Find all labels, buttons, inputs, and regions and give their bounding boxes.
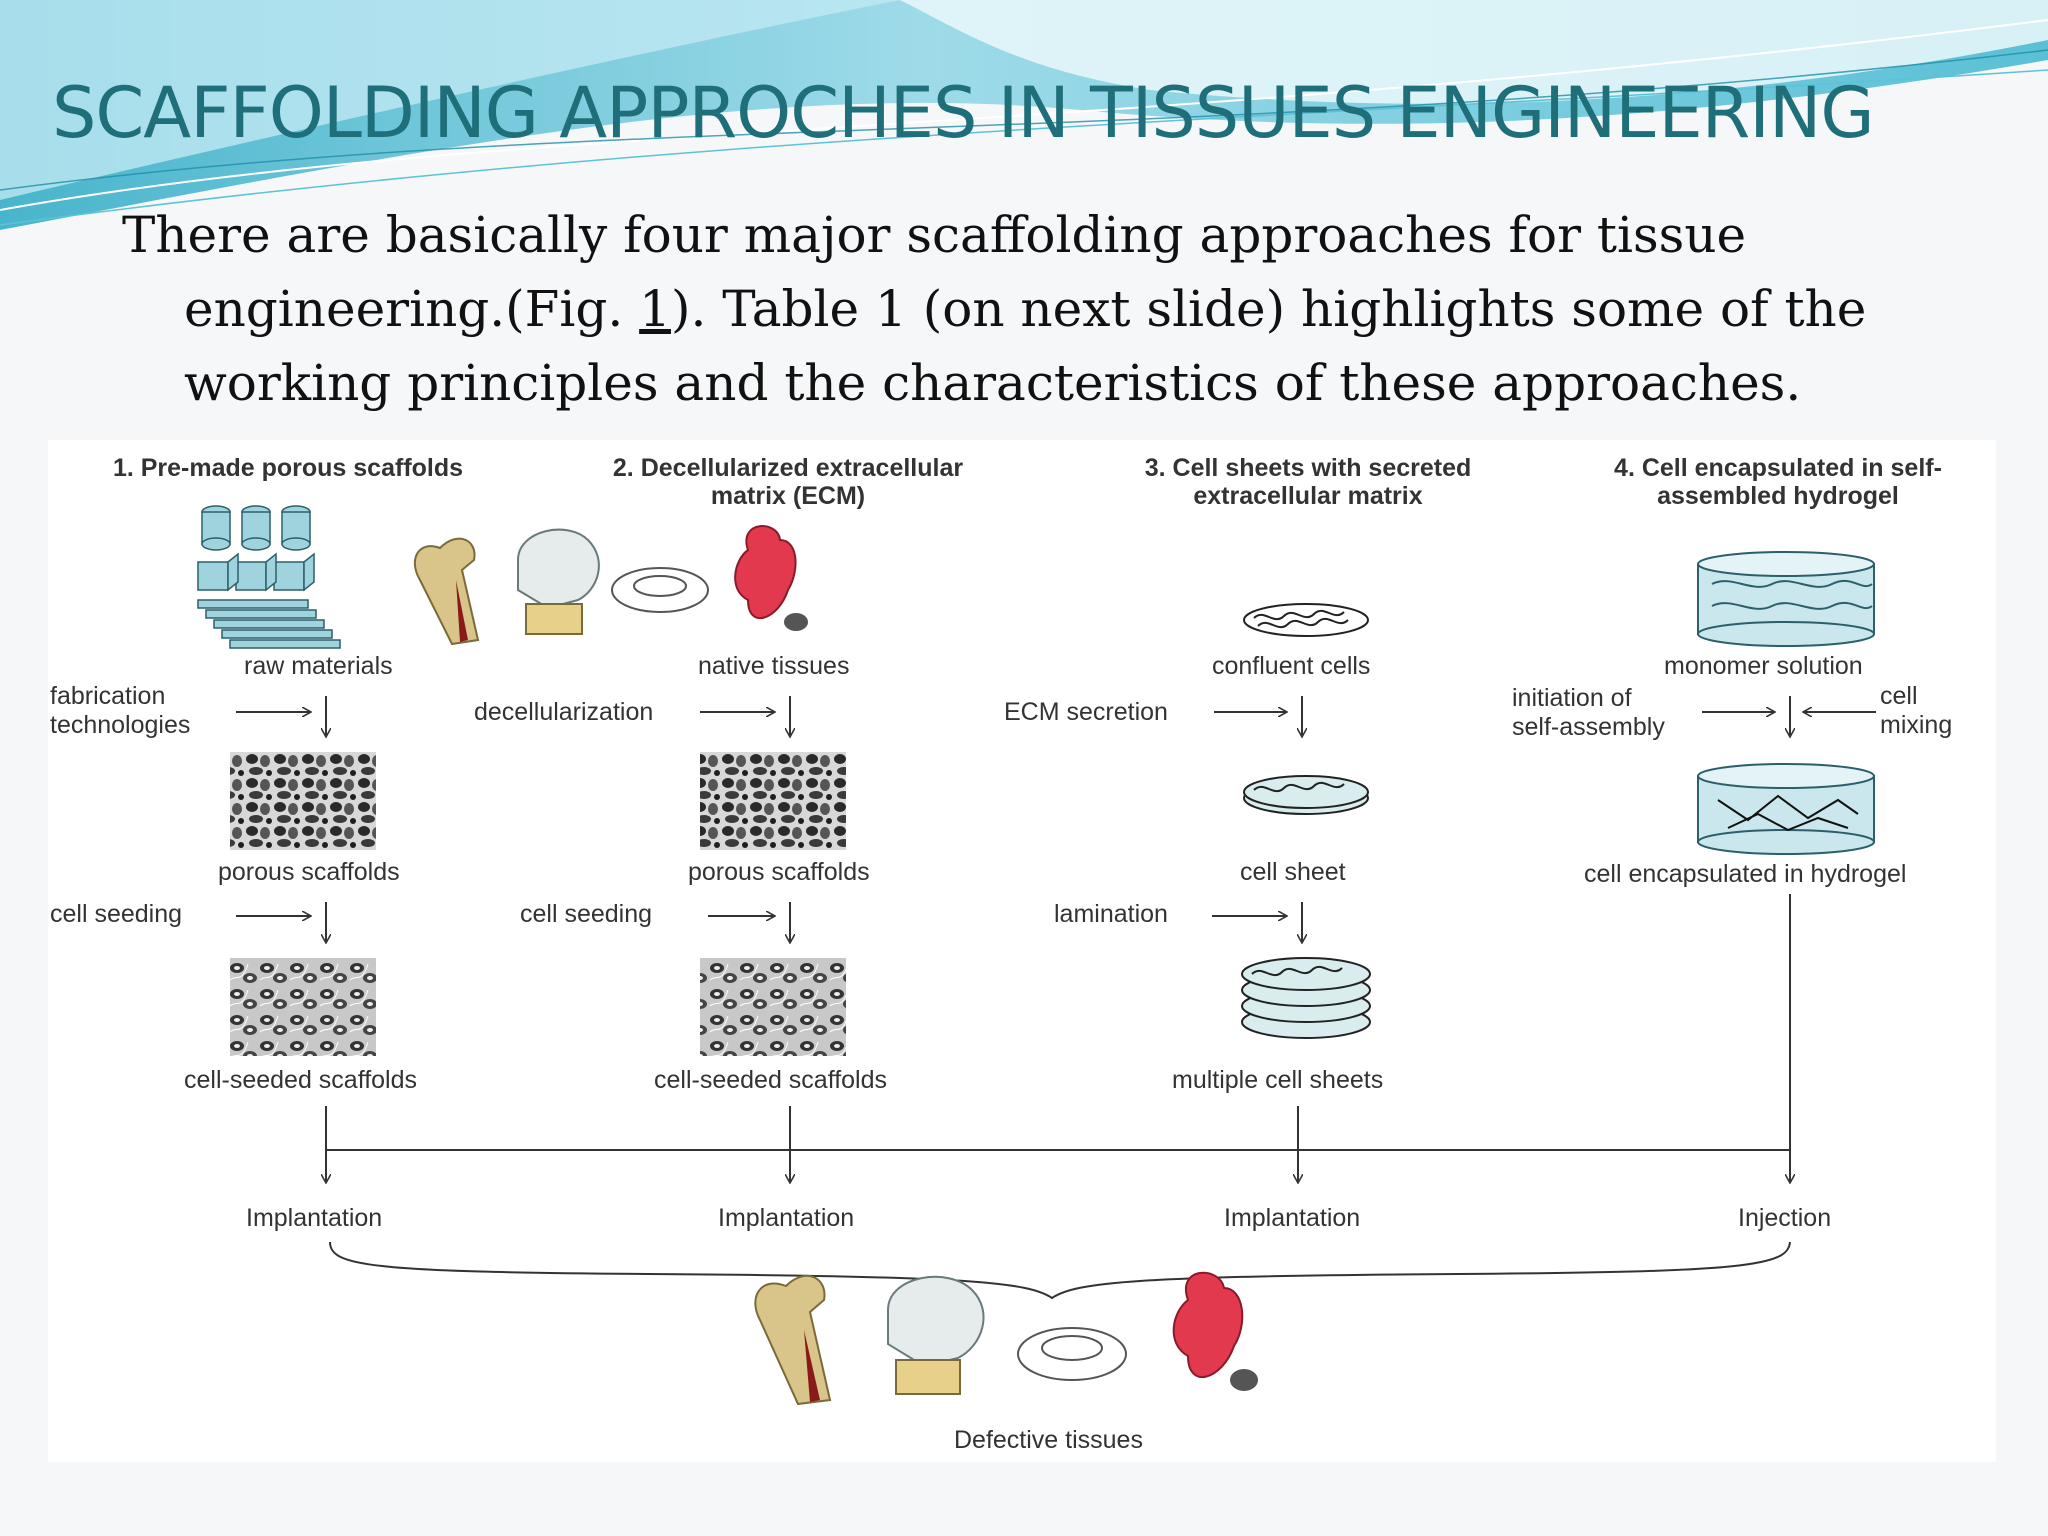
hydrogel-drawing <box>1697 763 1875 855</box>
col1-outcome: Implantation <box>246 1204 383 1232</box>
col2-start-label: native tissues <box>698 652 850 680</box>
monomer-solution-drawing <box>1697 551 1875 647</box>
col1-mid-label: porous scaffolds <box>218 858 400 886</box>
col4-step1-label: initiation of self-assembly <box>1512 684 1665 741</box>
col2-heading: 2. Decellularized extracellular matrix (… <box>612 454 964 510</box>
intro-paragraph: There are basically four major scaffoldi… <box>122 198 1982 420</box>
multiple-cell-sheets-drawing <box>1241 957 1371 1039</box>
col2-step1-label: decellularization <box>474 698 654 726</box>
defective-tissues-drawing <box>754 1271 1258 1406</box>
defective-tissues-label: Defective tissues <box>954 1426 1143 1454</box>
figure-drawing <box>197 505 1876 1406</box>
col4-step1-right-label: cell mixing <box>1880 682 1953 739</box>
slide-title: SCAFFOLDING APPROCHES IN TISSUES ENGINEE… <box>52 72 1875 154</box>
intro-line-2b: ). Table 1 (on next slide) highlights so… <box>670 280 1867 338</box>
col3-step1-label: ECM secretion <box>1004 698 1168 726</box>
col4-mid-label: cell encapsulated in hydrogel <box>1584 860 1907 888</box>
col3-step2-label: lamination <box>1054 900 1168 928</box>
col1-end-label: cell-seeded scaffolds <box>184 1066 418 1094</box>
col2-end-label: cell-seeded scaffolds <box>654 1066 888 1094</box>
col2-step2-label: cell seeding <box>520 900 653 928</box>
cell-sheet-drawing <box>1243 775 1369 815</box>
col3-start-label: confluent cells <box>1212 652 1371 680</box>
col2-outcome: Implantation <box>718 1204 855 1232</box>
figure-1-link[interactable]: 1 <box>639 280 671 338</box>
col3-outcome: Implantation <box>1224 1204 1361 1232</box>
intro-line-3: working principles and the characteristi… <box>184 354 1802 412</box>
native-tissues-drawing <box>413 525 808 646</box>
cell-seeded-scaffold-1 <box>230 958 376 1056</box>
intro-line-2: engineering.(Fig. 1). Table 1 (on next s… <box>122 272 1982 346</box>
cell-seeded-scaffold-2 <box>700 958 846 1056</box>
col1-start-label: raw materials <box>244 652 393 680</box>
col4-start-label: monomer solution <box>1664 652 1863 680</box>
raw-materials-drawing <box>197 505 341 649</box>
intro-line-2a: engineering.(Fig. <box>184 280 640 338</box>
col1-step1-label: fabrication technologies <box>50 682 191 739</box>
col3-mid-label: cell sheet <box>1240 858 1346 886</box>
porous-scaffold-1 <box>230 752 376 850</box>
col2-mid-label: porous scaffolds <box>688 858 870 886</box>
flow-arrows <box>236 696 1876 1300</box>
scaffolding-figure: 1. Pre-made porous scaffolds 2. Decellul… <box>48 440 1996 1462</box>
porous-scaffold-2 <box>700 752 846 850</box>
col4-outcome: Injection <box>1738 1204 1832 1232</box>
intro-line-1: There are basically four major scaffoldi… <box>122 206 1747 264</box>
header-wave-decoration <box>0 0 2048 230</box>
col3-heading: 3. Cell sheets with secreted extracellul… <box>1144 454 1472 510</box>
col1-step2-label: cell seeding <box>50 900 183 928</box>
confluent-cells-drawing <box>1243 603 1369 637</box>
col3-end-label: multiple cell sheets <box>1172 1066 1384 1094</box>
col1-heading: 1. Pre-made porous scaffolds <box>112 454 464 482</box>
col4-heading: 4. Cell encapsulated in self- assembled … <box>1614 454 1942 510</box>
